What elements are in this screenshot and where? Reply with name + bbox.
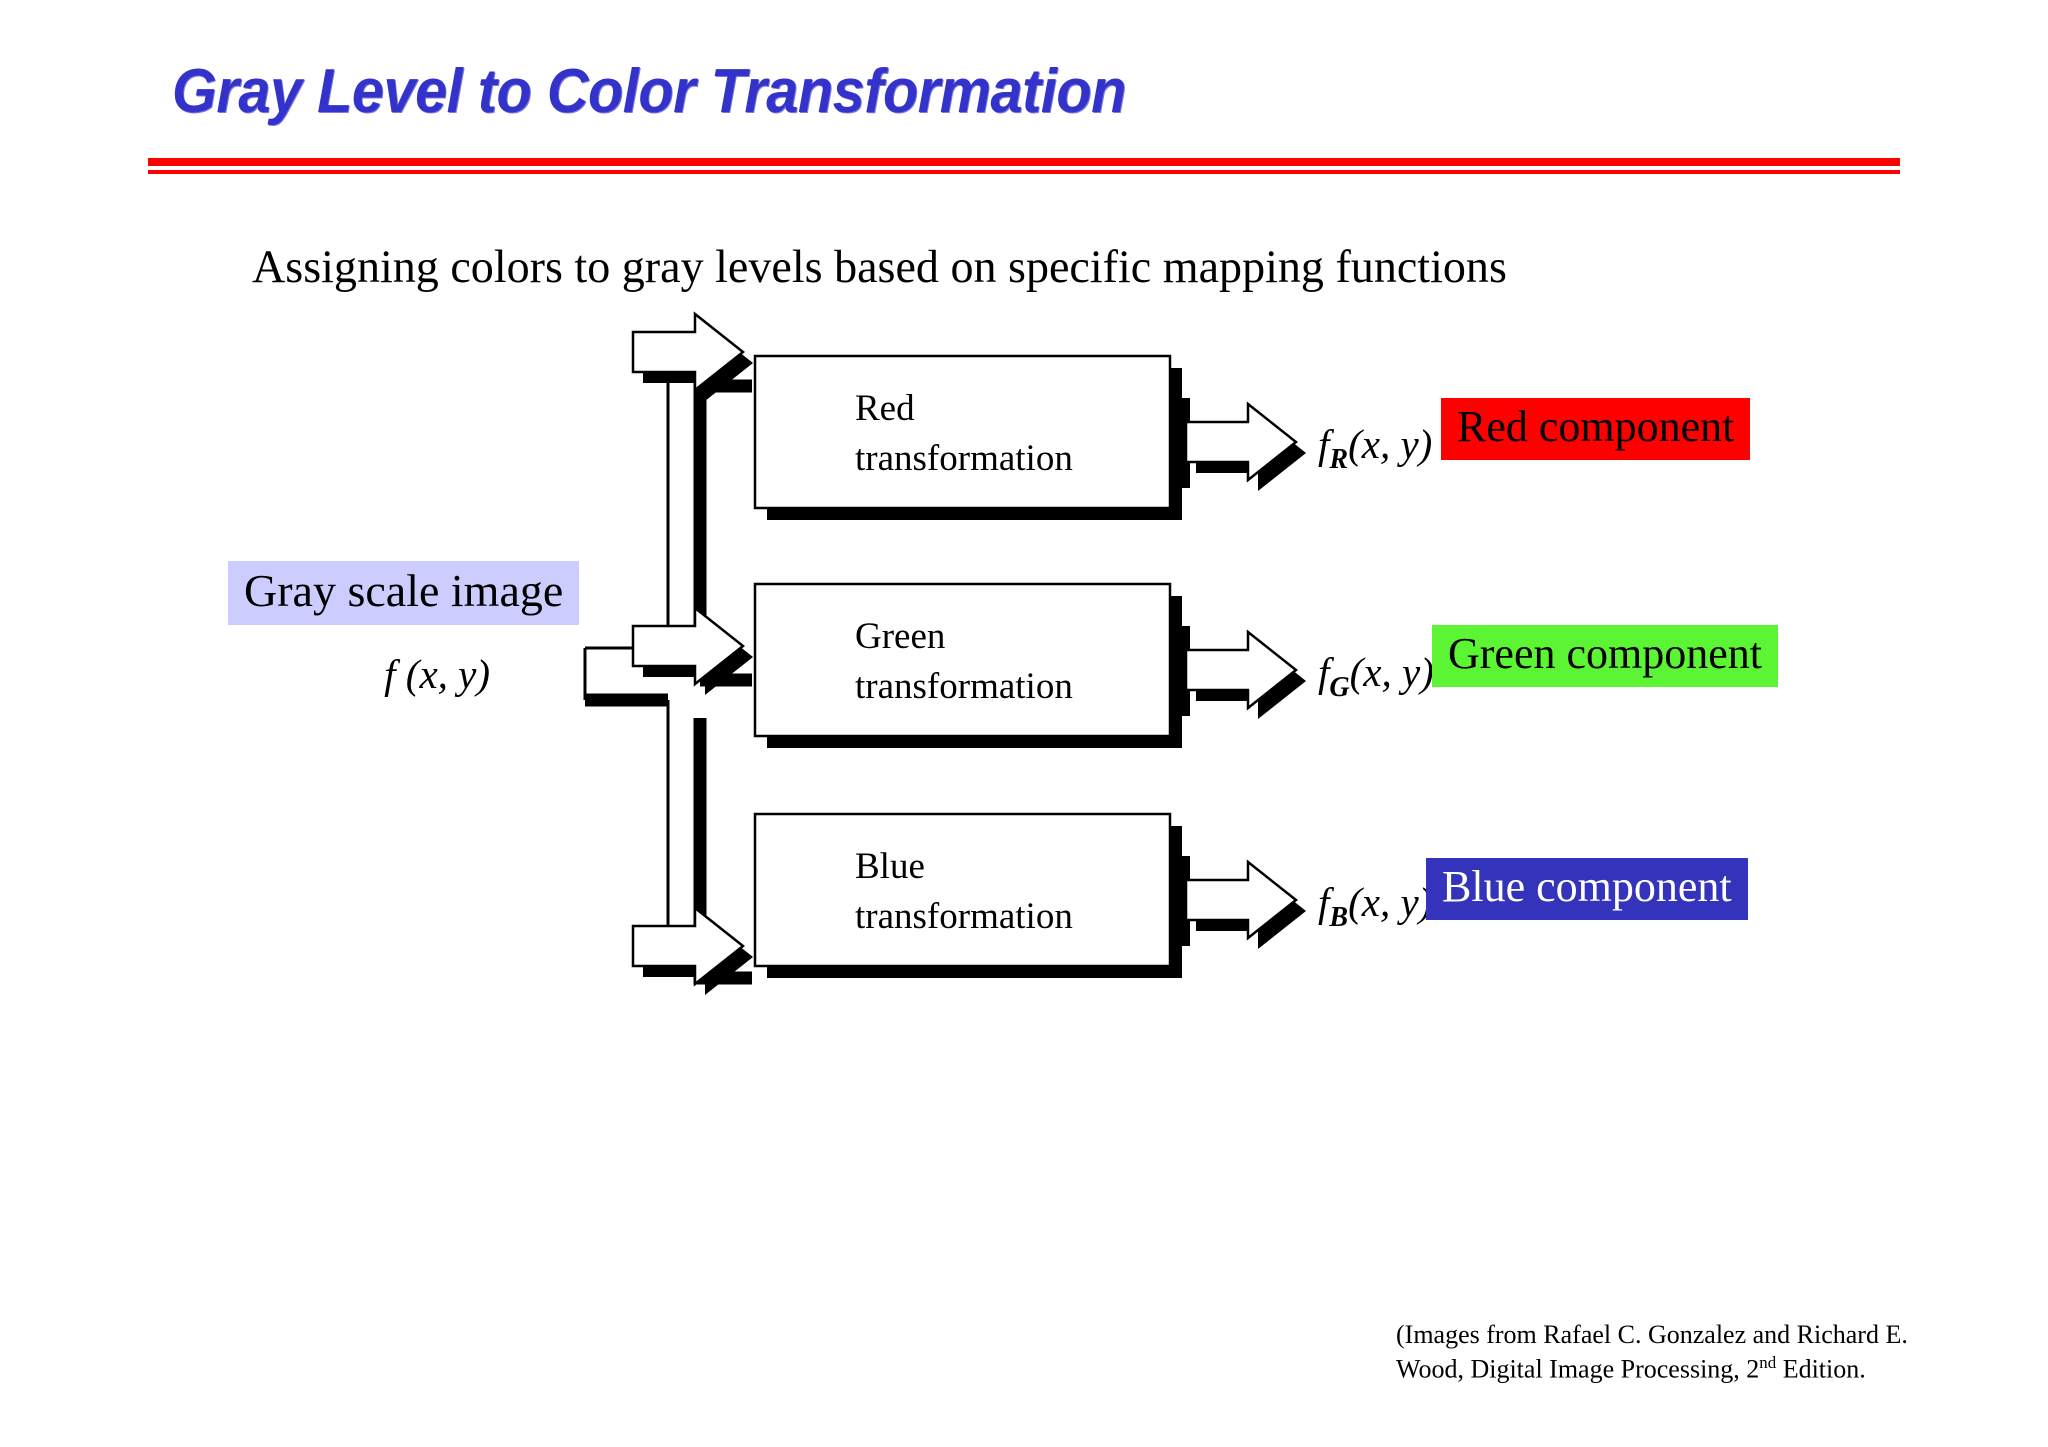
title-divider [148, 158, 1900, 178]
svg-text:f (x, y): f (x, y) [384, 651, 490, 697]
svg-text:fR(x, y): fR(x, y) [1318, 421, 1432, 475]
input-function-label: f (x, y) [384, 651, 490, 697]
svg-text:fB(x, y): fB(x, y) [1318, 879, 1432, 933]
footnote-line1: (Images from Rafael C. Gonzalez and Rich… [1396, 1320, 1908, 1349]
footnote-ordinal-suffix: nd [1759, 1353, 1777, 1373]
output-arrow-green [1174, 626, 1308, 721]
output-arrow-red [1174, 398, 1308, 493]
svg-text:fG(x, y): fG(x, y) [1318, 649, 1434, 703]
transformation-diagram: Red transformation fR(x, y) Green transf… [384, 312, 1434, 997]
blue-component-callout: Blue component [1426, 858, 1748, 921]
block-blue-transformation: Blue transformation [753, 812, 1182, 978]
green-component-callout: Green component [1432, 625, 1778, 688]
block-red-line1: Red [855, 388, 915, 429]
output-label-green: fG(x, y) [1318, 649, 1434, 703]
block-red-line2: transformation [855, 438, 1073, 479]
block-blue-line1: Blue [855, 846, 925, 887]
page-title: Gray Level to Color Transformation [172, 57, 1126, 126]
output-label-red: fR(x, y) [1318, 421, 1432, 475]
block-green-line1: Green [855, 616, 945, 657]
footnote-line2-post: Edition. [1776, 1354, 1866, 1384]
red-component-callout: Red component [1441, 398, 1751, 461]
output-arrow-blue [1174, 856, 1308, 951]
footnote-line2-pre: Wood, Digital Image Processing, 2 [1396, 1354, 1760, 1384]
output-label-blue: fB(x, y) [1318, 879, 1432, 933]
block-green-line2: transformation [855, 666, 1073, 707]
subtitle-text: Assigning colors to gray levels based on… [252, 241, 1507, 293]
block-blue-line2: transformation [855, 896, 1073, 937]
divider-rule-thick [148, 158, 1900, 166]
source-footnote: (Images from Rafael C. Gonzalez and Rich… [1396, 1318, 1956, 1387]
divider-rule-thin [148, 170, 1900, 174]
block-red-transformation: Red transformation [753, 354, 1182, 520]
block-green-transformation: Green transformation [753, 582, 1182, 748]
grayscale-image-callout: Gray scale image [228, 561, 580, 626]
